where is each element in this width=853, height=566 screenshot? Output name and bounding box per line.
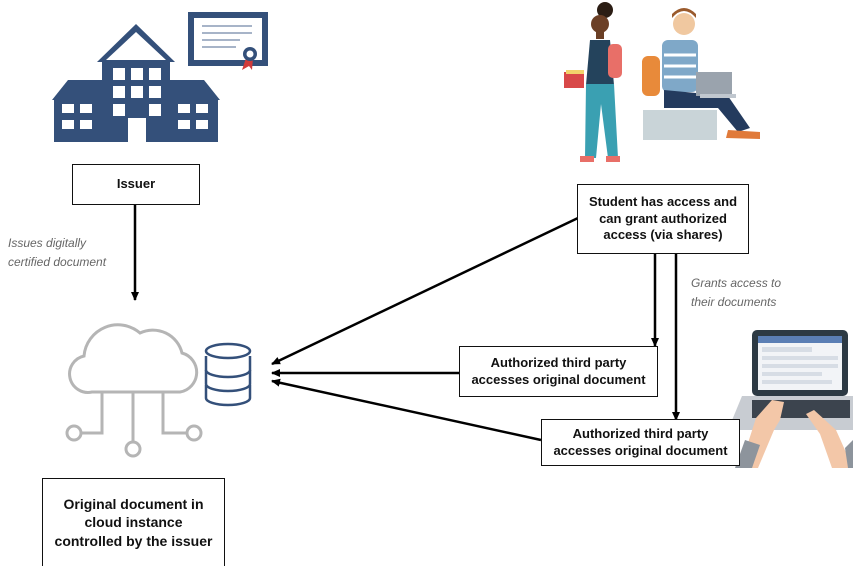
cloud-box-line: controlled by the issuer [54, 532, 213, 549]
third-party-box-2: Authorized third party accesses original… [541, 419, 740, 466]
third-party-line: accesses original document [471, 371, 646, 387]
student-box-line: access (via shares) [603, 227, 723, 243]
third-party-line: Authorized third party [572, 425, 709, 441]
database-icon [204, 342, 252, 407]
cloud-box: Original document in cloud instance cont… [42, 478, 225, 566]
cloud-network-icon [65, 323, 203, 458]
issue-note: Issues digitally certified document [8, 234, 106, 271]
third-party-2-to-database-arrow [271, 378, 542, 442]
issuer-box: Issuer [72, 164, 200, 205]
laptop-hands-icon [728, 330, 853, 468]
third-party-box-1: Authorized third party accesses original… [459, 346, 658, 397]
issue-note-line: certified document [8, 254, 107, 269]
issuer-label: Issuer [116, 176, 156, 192]
issue-note-line: Issues digitally [8, 236, 87, 250]
grant-note-line: their documents [691, 294, 777, 309]
students-icon [564, 2, 760, 162]
third-party-line: Authorized third party [490, 354, 627, 370]
school-building-icon [52, 24, 220, 142]
third-party-line: accesses original document [553, 442, 728, 458]
student-box-line: Student has access and [588, 193, 738, 209]
student-to-database-arrow [271, 216, 579, 366]
grant-note-line: Grants access to [691, 276, 782, 290]
connectors [131, 205, 680, 442]
grant-note: Grants access to their documents [691, 274, 781, 311]
certificate-icon [188, 12, 268, 70]
cloud-box-line: Original document in [63, 496, 204, 513]
cloud-box-line: cloud instance [84, 514, 183, 531]
student-box: Student has access and can grant authori… [577, 184, 749, 254]
student-box-line: can grant authorized [599, 210, 727, 226]
